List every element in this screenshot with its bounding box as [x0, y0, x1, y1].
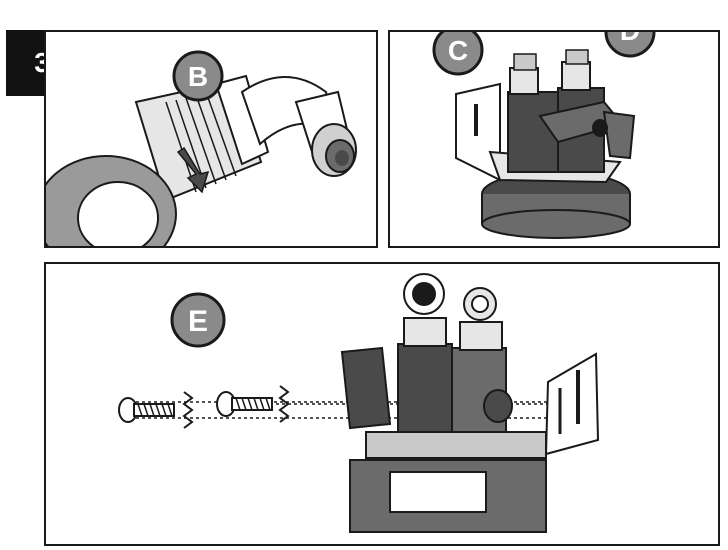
thread-direction-arrow-icon: [176, 146, 210, 194]
panel-e-mounting: E: [44, 262, 720, 546]
washer-icon: [182, 391, 194, 429]
callout-b-label: B: [188, 61, 208, 92]
valve-head-illustration: C D: [432, 32, 656, 239]
callout-d-label: D: [620, 32, 640, 46]
callout-b: B: [172, 50, 224, 102]
callout-e-label: E: [188, 305, 208, 338]
washer-icon: [278, 385, 290, 423]
callout-c: C: [432, 32, 484, 76]
callout-c-label: C: [448, 35, 468, 66]
panel-b-fitting-install: B: [44, 30, 378, 248]
mounting-illustration: E: [118, 273, 600, 533]
screw-icon: [216, 391, 273, 417]
panel-cd-valve-head: C D: [388, 30, 720, 248]
screw-icon: [118, 397, 175, 423]
callout-e: E: [170, 292, 226, 348]
fitting-illustration: B: [46, 50, 357, 246]
callout-d: D: [604, 32, 656, 58]
